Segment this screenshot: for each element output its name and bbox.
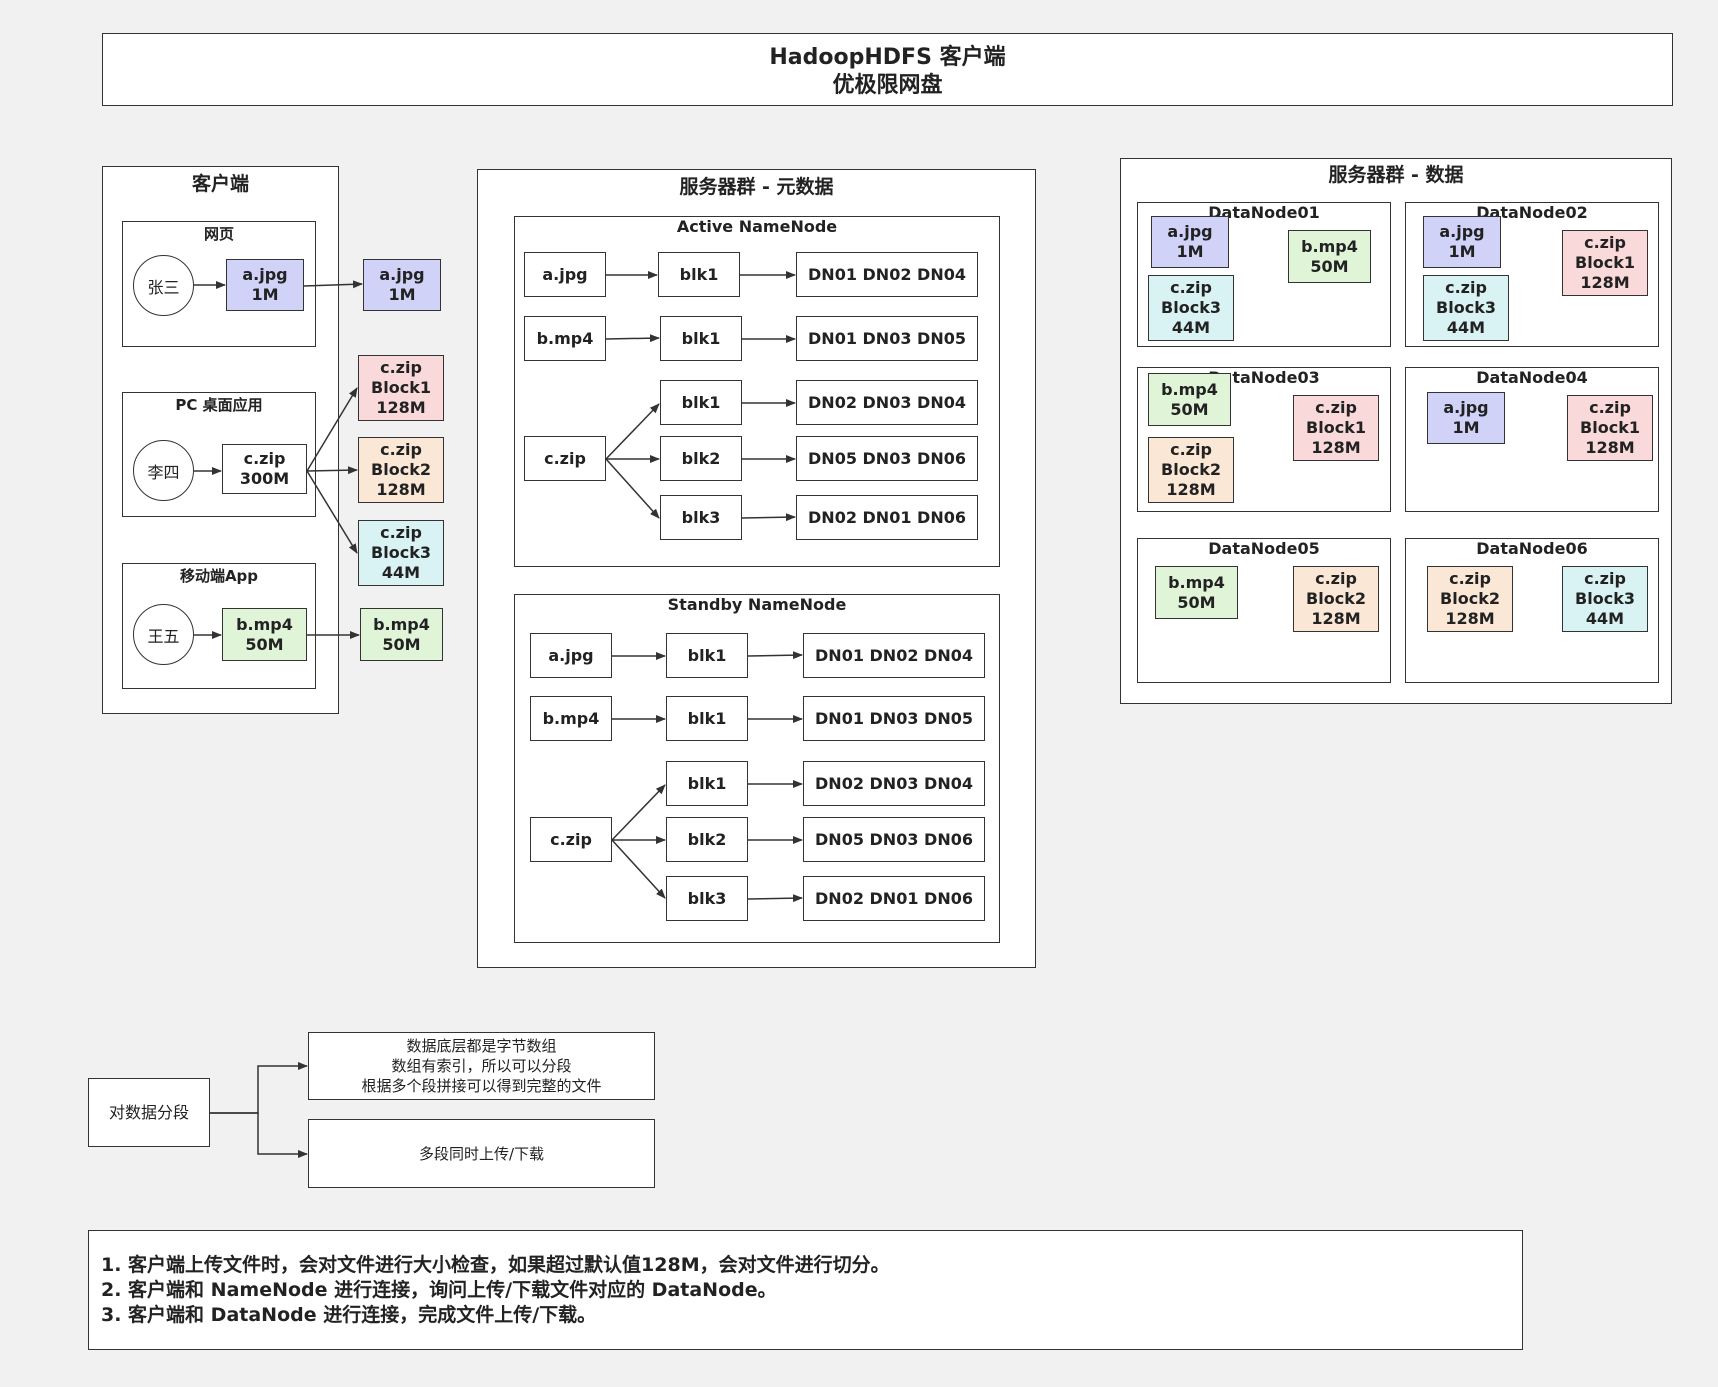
- client-title: 客户端: [191, 173, 249, 195]
- standby-loc-c2: DN05 DN03 DN06: [803, 817, 985, 862]
- standby-file-c: c.zip: [530, 817, 612, 862]
- note-3: 3. 客户端和 DataNode 进行连接，完成文件上传/下载。: [101, 1304, 597, 1326]
- standby-loc-a1: DN01 DN02 DN04: [803, 633, 985, 678]
- segment-reason-parallel: 多段同时上传/下载: [308, 1119, 655, 1188]
- standby-loc-b1: DN01 DN03 DN05: [803, 696, 985, 741]
- web-file: a.jpg 1M: [226, 259, 304, 311]
- dn02-c-zip-block3: c.zip Block3 44M: [1423, 275, 1509, 341]
- standby-file-b: b.mp4: [530, 696, 612, 741]
- active-file-a: a.jpg: [524, 252, 606, 297]
- segment-root: 对数据分段: [88, 1078, 210, 1147]
- standby-file-a: a.jpg: [530, 633, 612, 678]
- dn02-a-jpg: a.jpg 1M: [1423, 216, 1501, 268]
- pc-label: PC 桌面应用: [175, 396, 263, 414]
- datanode01-label: DataNode01: [1208, 203, 1320, 222]
- standby-loc-c3: DN02 DN01 DN06: [803, 876, 985, 921]
- pc-block3: c.zip Block3 44M: [358, 520, 444, 586]
- dn05-c-zip-block2: c.zip Block2 128M: [1293, 566, 1379, 632]
- active-loc-c2: DN05 DN03 DN06: [796, 436, 978, 481]
- active-loc-a1: DN01 DN02 DN04: [796, 252, 978, 297]
- dn03-b-mp4: b.mp4 50M: [1148, 373, 1231, 426]
- data-title: 服务器群 - 数据: [1328, 164, 1464, 186]
- active-file-c: c.zip: [524, 436, 606, 481]
- standby-blk-c2: blk2: [666, 817, 748, 862]
- standby-loc-c1: DN02 DN03 DN04: [803, 761, 985, 806]
- dn01-c-zip-block3: c.zip Block3 44M: [1148, 275, 1234, 341]
- user-zhangsan: 张三: [133, 255, 194, 316]
- active-namenode-label: Active NameNode: [676, 217, 838, 236]
- datanode05-label: DataNode05: [1208, 539, 1320, 558]
- arrow-segment-reason-1: [210, 1062, 308, 1114]
- pc-file: c.zip 300M: [222, 444, 307, 494]
- pc-block1: c.zip Block1 128M: [358, 355, 444, 421]
- dn01-a-jpg: a.jpg 1M: [1151, 216, 1229, 268]
- active-loc-c1: DN02 DN03 DN04: [796, 380, 978, 425]
- title-line1: HadoopHDFS 客户端: [769, 45, 1006, 70]
- title-box: HadoopHDFS 客户端 优极限网盘: [102, 33, 1673, 106]
- pc-block2: c.zip Block2 128M: [358, 437, 444, 503]
- datanode03-label: DataNode03: [1208, 368, 1320, 387]
- dn04-a-jpg: a.jpg 1M: [1427, 392, 1505, 444]
- note-2: 2. 客户端和 NameNode 进行连接，询问上传/下载文件对应的 DataN…: [101, 1279, 777, 1301]
- arrow-segment-reason-2: [210, 1112, 308, 1158]
- active-blk-c3: blk3: [660, 495, 742, 540]
- standby-blk-c1: blk1: [666, 761, 748, 806]
- standby-blk-b1: blk1: [666, 696, 748, 741]
- active-blk-c1: blk1: [660, 380, 742, 425]
- web-uploaded-file: a.jpg 1M: [363, 259, 441, 311]
- active-file-b: b.mp4: [524, 316, 606, 361]
- active-loc-c3: DN02 DN01 DN06: [796, 495, 978, 540]
- standby-blk-c3: blk3: [666, 876, 748, 921]
- web-label: 网页: [203, 225, 234, 243]
- title-line2: 优极限网盘: [832, 73, 943, 98]
- note-1: 1. 客户端上传文件时，会对文件进行大小检查，如果超过默认值128M，会对文件进…: [101, 1254, 890, 1276]
- dn06-c-zip-block2: c.zip Block2 128M: [1427, 566, 1513, 632]
- dn05-b-mp4: b.mp4 50M: [1155, 566, 1238, 619]
- dn06-c-zip-block3: c.zip Block3 44M: [1562, 566, 1648, 632]
- user-lisi: 李四: [133, 440, 194, 501]
- segment-reason-index: 数据底层都是字节数组 数组有索引，所以可以分段 根据多个段拼接可以得到完整的文件: [308, 1032, 655, 1100]
- dn04-c-zip-block1: c.zip Block1 128M: [1567, 395, 1653, 461]
- mobile-file: b.mp4 50M: [222, 608, 307, 661]
- datanode04-label: DataNode04: [1476, 368, 1588, 387]
- mobile-uploaded-file: b.mp4 50M: [360, 608, 443, 661]
- standby-namenode-label: Standby NameNode: [667, 595, 847, 614]
- notes-box: 1. 客户端上传文件时，会对文件进行大小检查，如果超过默认值128M，会对文件进…: [88, 1230, 1523, 1350]
- active-blk-b1: blk1: [660, 316, 742, 361]
- user-wangwu: 王五: [133, 604, 194, 665]
- metadata-title: 服务器群 - 元数据: [679, 176, 834, 198]
- datanode06-label: DataNode06: [1476, 539, 1588, 558]
- datanode02-label: DataNode02: [1476, 203, 1588, 222]
- standby-blk-a1: blk1: [666, 633, 748, 678]
- active-blk-c2: blk2: [660, 436, 742, 481]
- dn02-c-zip-block1: c.zip Block1 128M: [1562, 230, 1648, 296]
- active-blk-a1: blk1: [658, 252, 740, 297]
- dn03-c-zip-block2: c.zip Block2 128M: [1148, 437, 1234, 503]
- active-loc-b1: DN01 DN03 DN05: [796, 316, 978, 361]
- dn03-c-zip-block1: c.zip Block1 128M: [1293, 395, 1379, 461]
- dn01-b-mp4: b.mp4 50M: [1288, 230, 1371, 283]
- mobile-label: 移动端App: [179, 567, 259, 585]
